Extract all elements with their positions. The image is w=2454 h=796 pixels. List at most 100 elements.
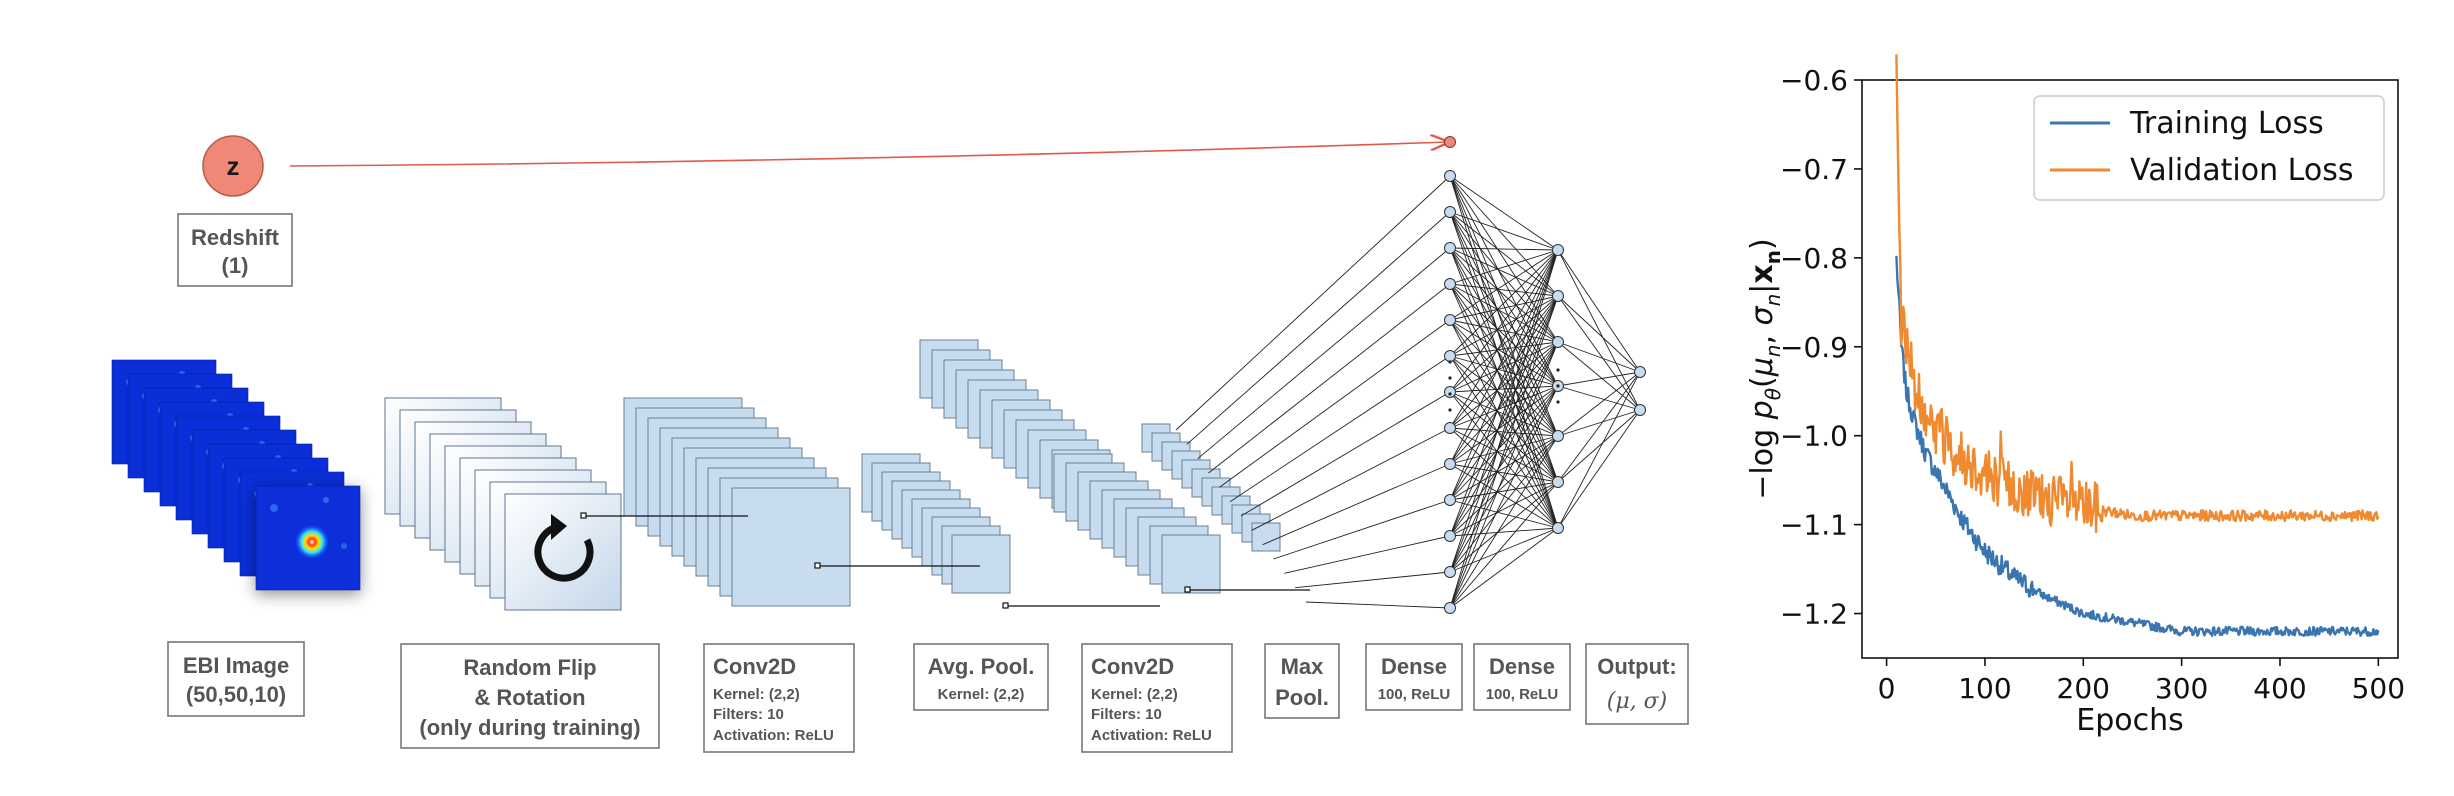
conv2-feature-maps <box>1053 453 1221 594</box>
dense2-node <box>1552 244 1564 256</box>
legend-box <box>2033 95 2385 201</box>
conv1-label-filters: Filters: 10 <box>713 706 784 723</box>
ebi-label-box <box>167 641 305 717</box>
dense1-node <box>1444 350 1456 362</box>
dense1-label-title: Dense <box>1381 654 1447 679</box>
svg-text:−log pθ(μn, σn|xn): −log pθ(μn, σn|xn) <box>1745 238 1785 499</box>
rotate-arrow-icon <box>534 514 594 582</box>
conv2-label-title: Conv2D <box>1091 654 1174 679</box>
dense2-label-box <box>1473 643 1571 711</box>
ellipsis-dot <box>1448 392 1452 396</box>
dense2-node <box>1552 336 1564 348</box>
dense-network-nodes <box>1444 136 1646 614</box>
redshift-label-box <box>177 213 293 287</box>
chart-legend: Training Loss Validation Loss <box>2033 95 2385 201</box>
output-label-box <box>1585 643 1689 725</box>
validation-loss-line <box>1895 54 2380 534</box>
legend-label-validation: Validation Loss <box>2130 153 2353 188</box>
legend-label-training: Training Loss <box>2129 106 2324 141</box>
redshift-label-line2: (1) <box>222 253 249 278</box>
stage-labels: EBI Image (50,50,10) Random Flip & Rotat… <box>167 641 1689 753</box>
x-tick-label: 0 <box>1878 672 1896 705</box>
x-axis-ticks: 0 100 200 300 400 500 <box>1878 658 2405 705</box>
dense1-node <box>1444 314 1456 326</box>
augment-label-line3: (only during training) <box>419 715 640 740</box>
conv1-label-box <box>703 643 855 753</box>
dense1-node <box>1444 422 1456 434</box>
dense1-node <box>1444 494 1456 506</box>
ebi-label-line1: EBI Image <box>183 653 289 678</box>
conv1-label-kernel: Kernel: (2,2) <box>713 686 800 703</box>
dense-connections <box>1175 175 1641 609</box>
augment-frame <box>504 493 622 611</box>
augment-label-line2: & Rotation <box>474 685 585 710</box>
dense2-node <box>1552 522 1564 534</box>
maxpool-label-box <box>1264 643 1340 719</box>
dense1-node <box>1444 602 1456 614</box>
y-tick-label: −1.0 <box>1780 420 1848 453</box>
avgpool-feature-maps <box>861 453 1011 594</box>
dense1-node <box>1444 206 1456 218</box>
dense1-node <box>1444 242 1456 254</box>
dense2-node <box>1552 290 1564 302</box>
conv2-label-activation: Activation: ReLU <box>1091 727 1212 744</box>
dense2-label-details: 100, ReLU <box>1486 686 1559 703</box>
augmentation-stack <box>384 397 622 611</box>
chart-series <box>1895 54 2380 637</box>
feature-map <box>731 487 851 607</box>
redshift-node <box>202 135 264 197</box>
y-axis-ticks: −0.6−0.7−0.8−0.9−1.0−1.1−1.2 <box>1780 64 1862 631</box>
dense2-node <box>1552 476 1564 488</box>
dense1-node <box>1444 530 1456 542</box>
output-node <box>1634 366 1646 378</box>
ellipsis-dot <box>1556 368 1560 372</box>
ellipsis-dot <box>1448 408 1452 412</box>
ellipsis-dot <box>1556 384 1560 388</box>
conv1-feature-maps <box>623 397 851 607</box>
chart-plot-frame <box>1861 79 2399 659</box>
ebi-bright-source <box>294 524 330 560</box>
ellipsis-dot <box>1448 360 1452 364</box>
dense1-node <box>1444 566 1456 578</box>
conv1-label-title: Conv2D <box>713 654 796 679</box>
redshift-label-line1: Redshift <box>191 225 280 250</box>
ebi-image-stack <box>111 359 361 591</box>
avgpool-feature-maps-upper <box>919 339 1111 509</box>
conv2-label-filters: Filters: 10 <box>1091 706 1162 723</box>
output-label-details: (μ, σ) <box>1607 689 1667 714</box>
x-tick-label: 400 <box>2253 672 2306 705</box>
y-tick-label: −0.8 <box>1780 242 1848 275</box>
dense1-node <box>1444 386 1456 398</box>
augment-label-line1: Random Flip <box>463 655 596 680</box>
training-loss-line <box>1895 255 2380 637</box>
x-tick-label: 100 <box>1958 672 2011 705</box>
avgpool-label-box <box>913 643 1049 711</box>
augment-label-box <box>400 643 660 749</box>
y-tick-label: −0.9 <box>1780 331 1848 364</box>
x-axis-label: Epochs <box>2076 703 2184 738</box>
x-tick-label: 500 <box>2352 672 2405 705</box>
redshift-arrow <box>289 142 1448 167</box>
dense-redshift-node <box>1444 136 1456 148</box>
avgpool-label-title: Avg. Pool. <box>928 654 1035 679</box>
maxpool-label-line1: Max <box>1281 654 1325 679</box>
output-label-title: Output: <box>1597 654 1676 679</box>
stage-connectors <box>580 512 1310 609</box>
ebi-label-line2: (50,50,10) <box>186 682 286 707</box>
redshift-input: z Redshift (1) <box>177 135 1448 287</box>
dense1-node <box>1444 170 1456 182</box>
dense1-node <box>1444 458 1456 470</box>
x-tick-label: 300 <box>2155 672 2208 705</box>
x-tick-label: 200 <box>2057 672 2110 705</box>
output-node <box>1634 404 1646 416</box>
avgpool-label-kernel: Kernel: (2,2) <box>938 686 1025 703</box>
dense2-label-title: Dense <box>1489 654 1555 679</box>
feature-map <box>1161 534 1221 594</box>
conv2-label-box <box>1081 643 1233 753</box>
maxpool-label-line2: Pool. <box>1275 685 1329 710</box>
y-tick-label: −0.6 <box>1780 64 1848 97</box>
y-axis-label: −log pθ(μn, σn|xn) <box>1745 238 1785 499</box>
conv2-label-kernel: Kernel: (2,2) <box>1091 686 1178 703</box>
